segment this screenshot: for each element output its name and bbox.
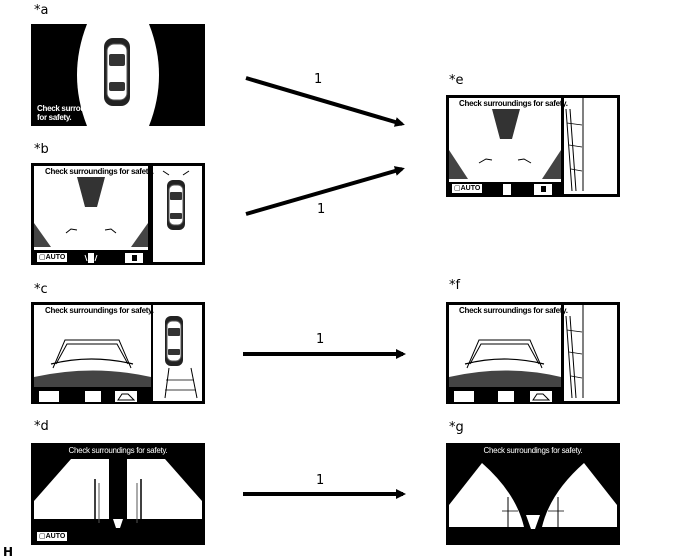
auto-button[interactable]: ▢AUTO	[37, 532, 68, 541]
car-icon	[165, 316, 183, 366]
label-a: *a	[34, 3, 49, 18]
message-check-surroundings: Check surroundings for safety.	[37, 104, 110, 122]
arrow-label-1: 1	[316, 473, 325, 488]
screen-b-front-top-view: Check surroundings for safety. ▢AUTO	[31, 163, 205, 265]
car-icon	[167, 180, 185, 230]
screen-e-front-side-view: Check surroundings for safety. ▢AUTO	[446, 95, 620, 197]
label-g: *g	[449, 420, 464, 435]
message-check-surroundings: Check surroundings for safety.	[45, 306, 154, 315]
message-check-surroundings: Check surroundings for safety.	[45, 167, 154, 176]
figure-footer: H	[3, 545, 14, 559]
label-f: *f	[449, 278, 461, 293]
car-icon	[104, 38, 130, 106]
screen-a-top-view: Check surroundings for safety.	[31, 24, 205, 126]
label-e: *e	[449, 73, 464, 88]
auto-button[interactable]: ▢AUTO	[37, 253, 68, 262]
arrow-label-1: 1	[316, 332, 325, 347]
arrow-b-to-e	[245, 166, 405, 216]
arrow-label-1: 1	[314, 72, 323, 87]
label-b: *b	[34, 142, 49, 157]
label-d: *d	[34, 419, 49, 434]
auto-button[interactable]: ▢AUTO	[452, 184, 483, 193]
screen-c-rear-top-view: Check surroundings for safety.	[31, 302, 205, 404]
screen-g-wide-view: Check surroundings for safety.	[446, 443, 620, 545]
message-check-surroundings: Check surroundings for safety.	[459, 306, 568, 315]
screen-d-wide-view: Check surroundings for safety. ▢AUTO	[31, 443, 205, 545]
camera-icon: ▢	[39, 254, 46, 261]
screen-f-rear-side-view: Check surroundings for safety.	[446, 302, 620, 404]
message-check-surroundings: Check surroundings for safety.	[459, 99, 568, 108]
arrow-a-to-e	[245, 76, 405, 127]
message-check-surroundings: Check surroundings for safety.	[483, 446, 583, 455]
camera-icon: ▢	[39, 533, 46, 540]
message-check-surroundings: Check surroundings for safety.	[68, 446, 168, 455]
arrow-label-1: 1	[317, 202, 326, 217]
camera-icon: ▢	[454, 185, 461, 192]
label-c: *c	[34, 282, 48, 297]
